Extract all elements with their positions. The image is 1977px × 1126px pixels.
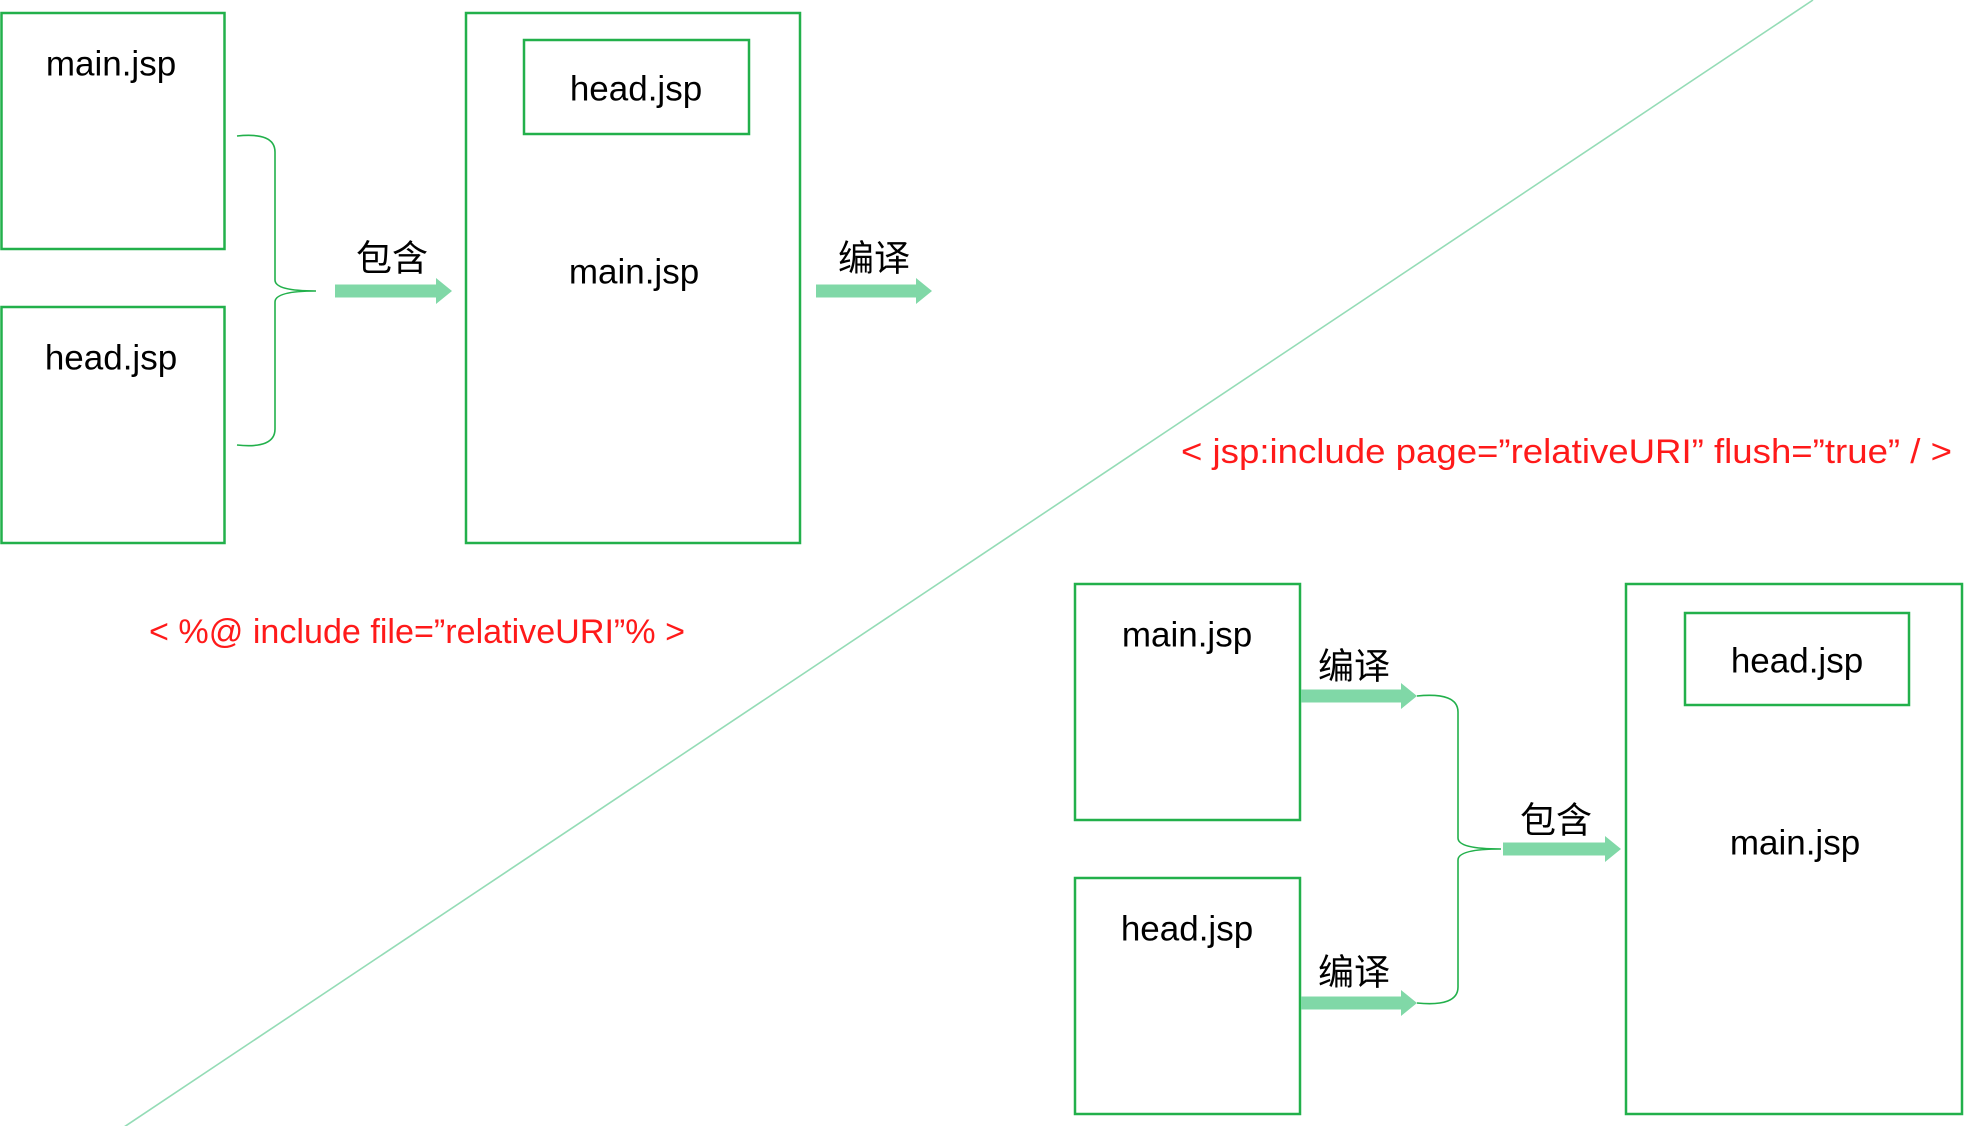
static-result-inner-box xyxy=(522,38,751,136)
dynamic-main-compile-arrow xyxy=(1301,683,1417,709)
dynamic-result-inner-box xyxy=(1683,611,1911,707)
dynamic-main-compile-label: 编译 xyxy=(1318,647,1390,688)
dynamic-include-directive: < jsp:include page=”relativeURI” flush=”… xyxy=(1181,433,1952,471)
static-result-outer-label: main.jsp xyxy=(569,253,699,292)
dynamic-result-outer-label: main.jsp xyxy=(1730,824,1860,863)
dynamic-main-jsp-box xyxy=(1073,582,1302,822)
dynamic-head-compile-label: 编译 xyxy=(1318,953,1390,994)
diagonal-divider xyxy=(124,0,1814,1126)
dynamic-main-jsp-label: main.jsp xyxy=(1122,616,1252,655)
dynamic-head-jsp-label: head.jsp xyxy=(1121,910,1253,949)
dynamic-result-inner-label: head.jsp xyxy=(1731,642,1863,681)
static-head-jsp-box xyxy=(0,305,226,545)
static-include-section: main.jsp head.jsp 包含 head.jsp main.jsp 编… xyxy=(0,11,932,651)
dynamic-include-label: 包含 xyxy=(1520,801,1592,842)
static-include-directive: < %@ include file=”relativeURI”% > xyxy=(149,613,685,651)
dynamic-include-arrow xyxy=(1503,836,1621,862)
dynamic-merge-brace xyxy=(1416,694,1502,1005)
static-main-jsp-label: main.jsp xyxy=(46,45,176,84)
static-compile-label: 编译 xyxy=(838,239,910,280)
static-compile-arrow xyxy=(816,278,932,304)
dynamic-head-jsp-box xyxy=(1073,876,1302,1116)
static-result-inner-label: head.jsp xyxy=(570,70,702,109)
static-include-label: 包含 xyxy=(356,239,428,280)
dynamic-head-compile-arrow xyxy=(1301,990,1417,1016)
static-head-jsp-label: head.jsp xyxy=(45,339,177,378)
static-merge-brace xyxy=(236,134,317,447)
dynamic-include-section: < jsp:include page=”relativeURI” flush=”… xyxy=(1073,433,1964,1116)
static-main-jsp-box xyxy=(0,11,226,251)
static-include-arrow xyxy=(335,278,452,304)
